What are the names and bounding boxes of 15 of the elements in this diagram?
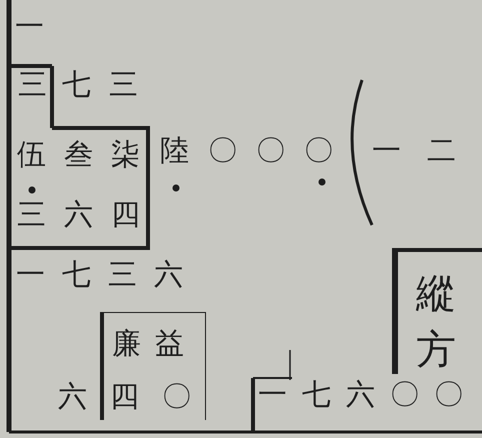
character-text: 廉益 [112,327,198,359]
character-text: 縱方 [416,270,457,375]
text-frame [9,128,150,250]
numeral-text: 七三 [62,68,156,100]
text-frame [100,312,206,420]
text-frame [392,248,482,374]
numeral-text: 一七三六 [16,258,200,290]
numeral-text: 陸〇〇〇 [160,134,352,166]
character-text: 伍叁柒 [17,138,158,170]
numeral-text: 一 [15,10,44,42]
numeral-text: 一二 [372,134,482,166]
numeral-text: 一七六〇〇 [258,378,478,410]
numeral-text: 六四〇 [58,380,214,412]
character-text: 三六四 [17,198,158,230]
numeral-text: 三 [18,68,47,100]
